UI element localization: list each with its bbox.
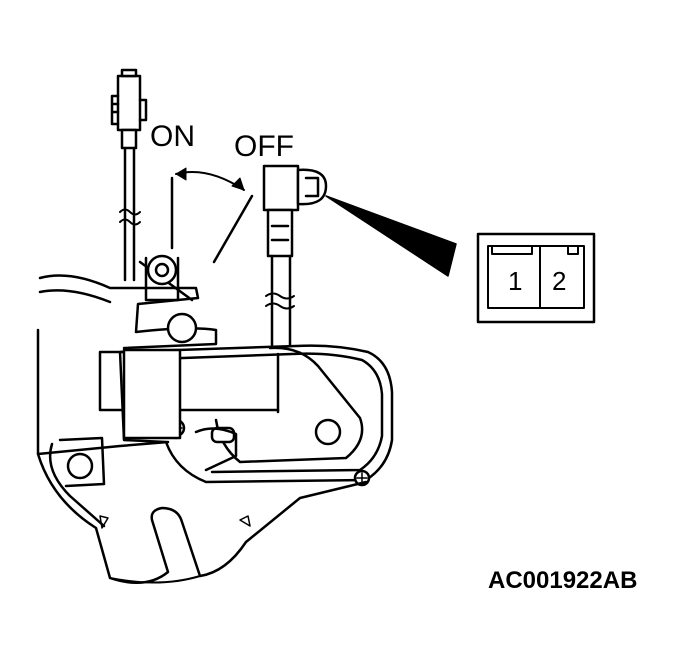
actuator-connector-right <box>262 164 328 347</box>
connector-pin-1: 1 <box>508 266 522 296</box>
figure-code: AC001922AB <box>488 567 637 594</box>
on-label: ON <box>150 120 195 153</box>
connector-pin-2: 2 <box>552 266 566 296</box>
connector-face-detail <box>476 232 596 324</box>
connector-pointer-wedge <box>325 195 457 277</box>
latch-housing <box>36 328 368 585</box>
switch-cable-left <box>119 146 141 282</box>
switch-connector-left <box>110 68 148 150</box>
lever-bracket <box>38 254 218 440</box>
off-label: OFF <box>234 130 294 163</box>
on-off-swing-arrow <box>175 167 245 191</box>
